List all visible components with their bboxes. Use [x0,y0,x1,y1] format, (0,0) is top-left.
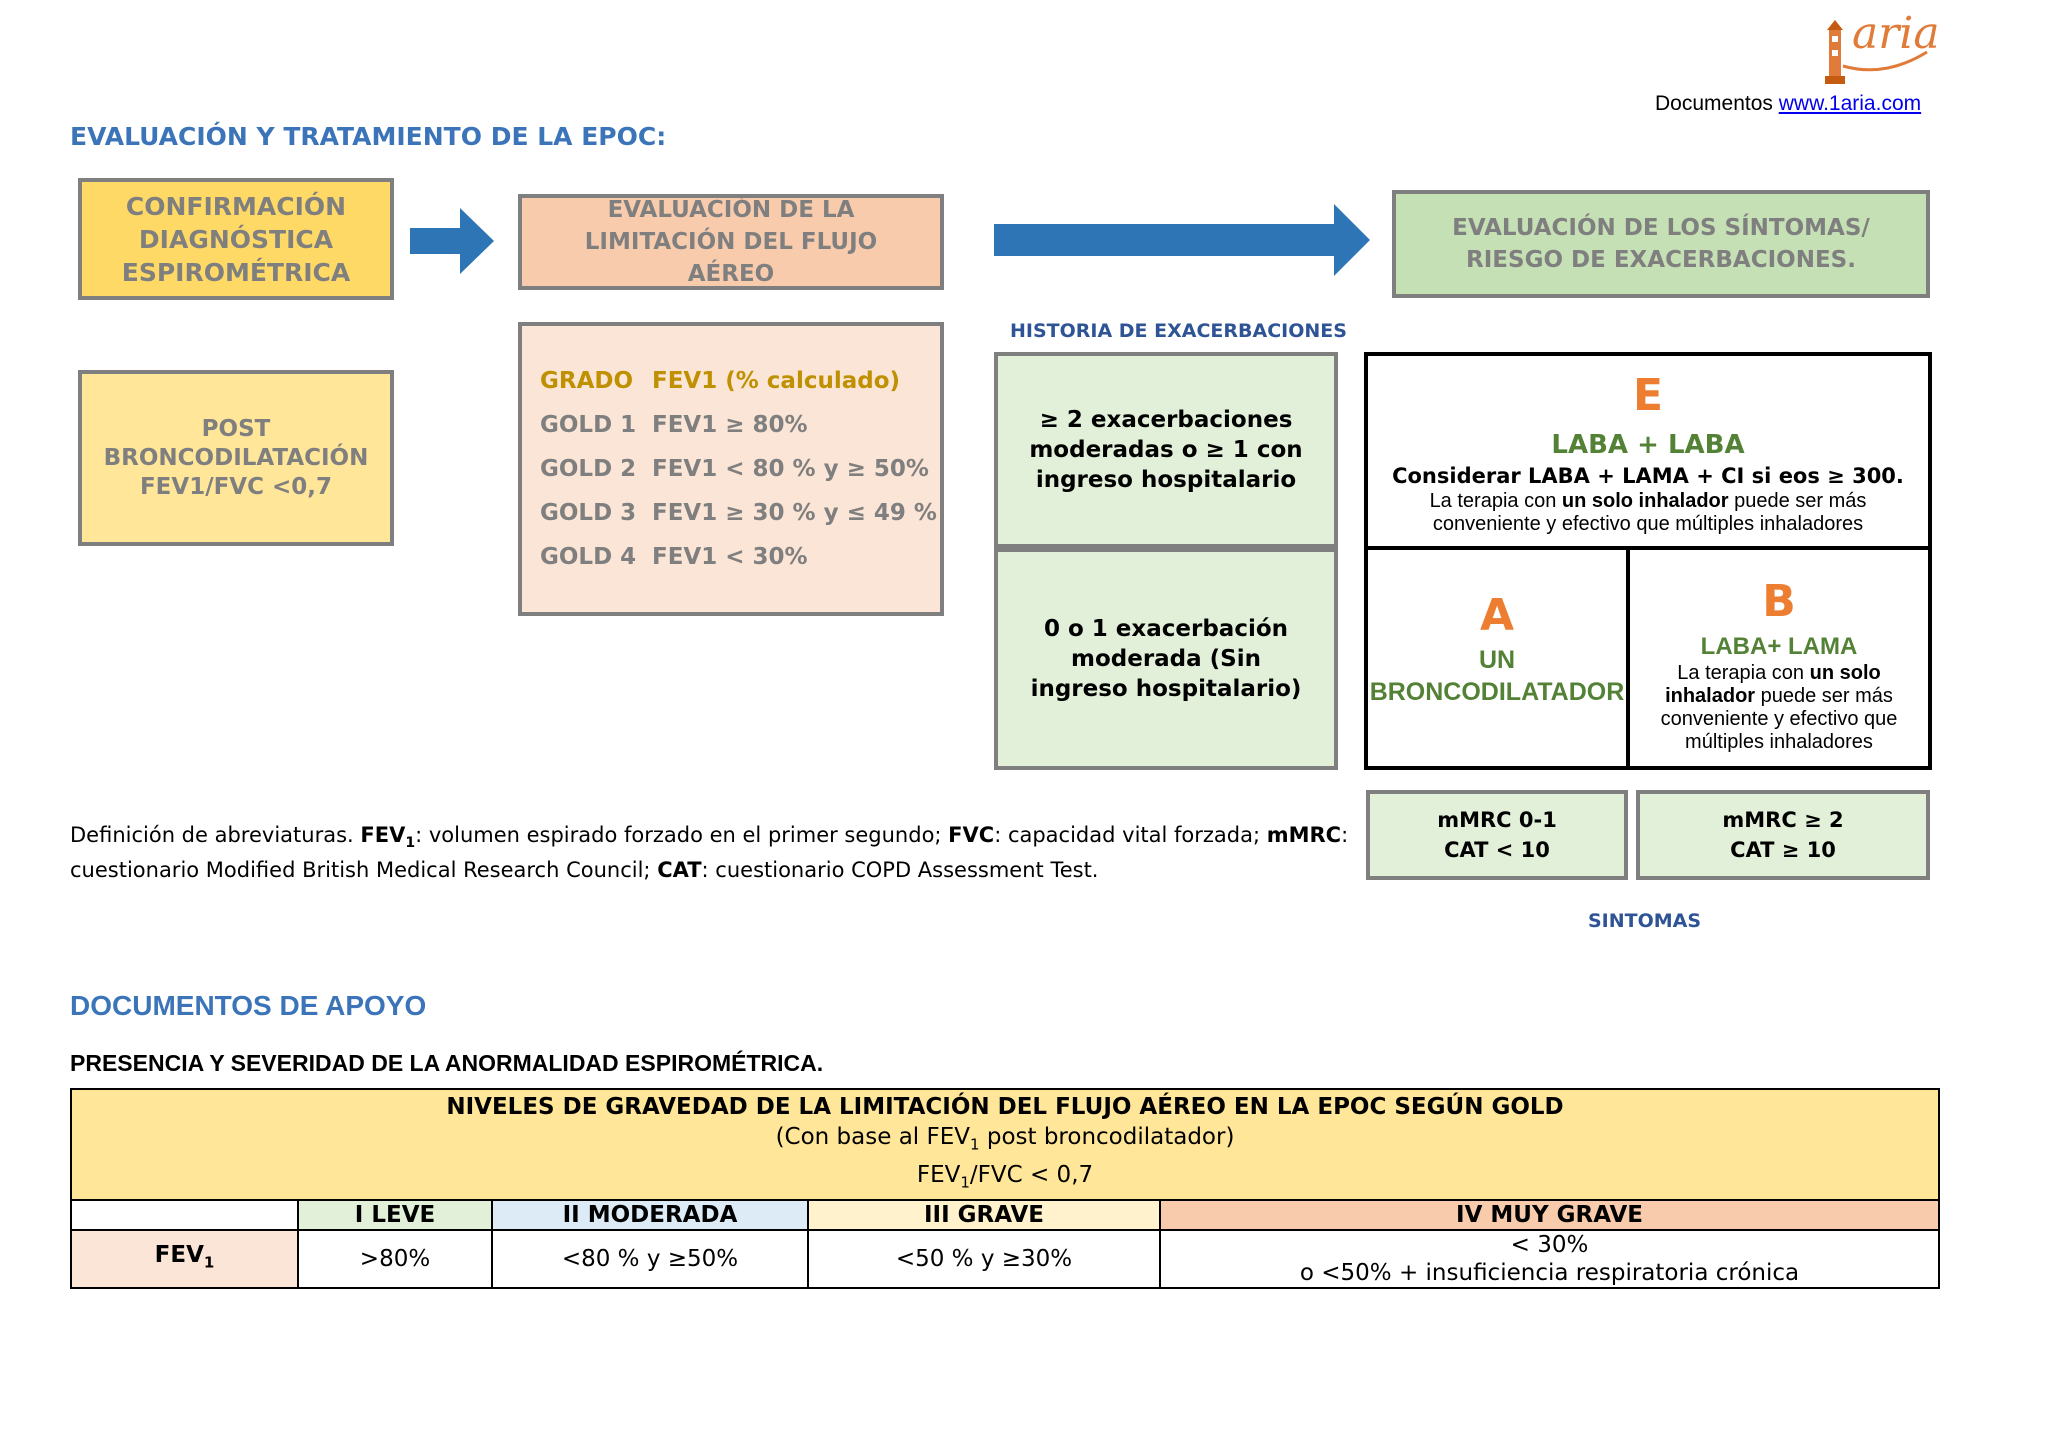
group-a-box: A UN BRONCODILATADOR [1364,546,1630,770]
long-arrow-right-icon [994,204,1370,276]
group-e-box: E LABA + LABA Considerar LABA + LAMA + C… [1364,352,1932,550]
docs-prefix: Documentos [1655,92,1773,115]
severity-value-4: < 30% o <50% + insuficiencia respiratori… [1159,1229,1940,1290]
symptoms-low-box: mMRC 0-1 CAT < 10 [1366,790,1628,880]
support-subtitle: PRESENCIA Y SEVERIDAD DE LA ANORMALIDAD … [70,1050,824,1076]
severity-table: NIVELES DE GRAVEDAD DE LA LIMITACIÓN DEL… [70,1087,1940,1290]
lighthouse-icon [1825,20,1928,84]
exacerbations-label: HISTORIA DE EXACERBACIONES [1010,320,1347,342]
post-line3: FEV1/FVC <0,7 [139,473,333,500]
post-box: POST BRONCODILATACIÓN FEV1/FVC <0,7 [78,370,394,546]
group-e-letter: E [1632,370,1664,421]
symptoms-high-mmrc: mMRC ≥ 2 [1722,808,1844,832]
group-e-note: La terapia con un solo inhalador puede s… [1429,490,1867,535]
severity-empty-cell [70,1199,299,1232]
symptoms-low-cat: CAT < 10 [1444,838,1550,862]
severity-value-2: <80 % y ≥50% [491,1229,809,1290]
severity-table-header: NIVELES DE GRAVEDAD DE LA LIMITACIÓN DEL… [70,1087,1940,1202]
page-title: EVALUACIÓN Y TRATAMIENTO DE LA EPOC: [70,122,667,151]
aria-logo [1815,14,1935,94]
group-b-box: B LABA+ LAMA La terapia con un solo inha… [1626,546,1932,770]
severity-table-subtitle-2: FEV1/FVC < 0,7 [916,1161,1094,1192]
gold-fev-1: FEV1 ≥ 80% [652,412,808,438]
gold-grade-2: GOLD 2 [540,456,637,482]
severity-table-subtitle-1: (Con base al FEV1 post broncodilatador) [775,1124,1235,1154]
symptoms-box: EVALUACIÓN DE LOS SÍNTOMAS/ RIESGO DE EX… [1392,190,1930,298]
gold-fev-4: FEV1 < 30% [652,544,808,570]
docs-link[interactable]: www.1aria.com [1778,92,1922,115]
logo-text: aria [1852,8,1940,59]
severity-level-2: II MODERADA [491,1199,809,1232]
gold-grade-3: GOLD 3 [540,500,637,526]
severity-value-1: >80% [297,1229,493,1290]
group-a-line1: UN [1478,646,1516,674]
gold-fev-3: FEV1 ≥ 30 % y ≤ 49 % [652,500,937,526]
limitation-box: EVALUACIÓN DE LA LIMITACIÓN DEL FLUJO AÉ… [518,194,944,290]
symptoms-high-box: mMRC ≥ 2 CAT ≥ 10 [1636,790,1930,880]
severity-table-title: NIVELES DE GRAVEDAD DE LA LIMITACIÓN DEL… [446,1094,1564,1120]
gold-grades-box: GRADO FEV1 (% calculado) GOLD 1 FEV1 ≥ 8… [518,322,944,616]
group-e-consider: Considerar LABA + LAMA + CI si eos ≥ 300… [1392,464,1904,488]
gold-grade-1: GOLD 1 [540,412,637,438]
arrow-right-icon [410,208,494,274]
gold-header-fev: FEV1 (% calculado) [652,368,901,394]
symptoms-label: SINTOMAS [1588,910,1702,932]
post-line1: POST [201,415,271,442]
severity-value-3: <50 % y ≥30% [807,1229,1161,1290]
group-a-letter: A [1479,590,1515,641]
gold-header-grade: GRADO [540,368,634,394]
symptoms-high-cat: CAT ≥ 10 [1730,838,1836,862]
severity-row-label: FEV1 [70,1229,299,1290]
gold-grade-4: GOLD 4 [540,544,637,570]
support-title: DOCUMENTOS DE APOYO [70,990,427,1021]
group-b-therapy: LABA+ LAMA [1700,633,1858,660]
confirm-box: CONFIRMACIÓN DIAGNÓSTICA ESPIROMÉTRICA [78,178,394,300]
post-line2: BRONCODILATACIÓN [103,444,369,471]
group-e-therapy: LABA + LABA [1551,430,1745,460]
exacerbations-high-box: ≥ 2 exacerbaciones moderadas o ≥ 1 con i… [994,352,1338,548]
severity-level-3: III GRAVE [807,1199,1161,1232]
abbreviation-definitions: Definición de abreviaturas. FEV1: volume… [70,823,1349,883]
severity-level-1: I LEVE [297,1199,493,1232]
group-b-letter: B [1762,576,1796,627]
exacerbations-low-box: 0 o 1 exacerbación moderada (Sin ingreso… [994,548,1338,770]
gold-fev-2: FEV1 < 80 % y ≥ 50% [652,456,929,482]
group-a-line2: BRONCODILATADOR [1369,678,1625,706]
docs-line: Documentos www.1aria.com [1655,92,1921,116]
severity-level-4: IV MUY GRAVE [1159,1199,1940,1232]
group-b-note: La terapia con un solo inhalador puede s… [1660,662,1898,753]
symptoms-low-mmrc: mMRC 0-1 [1437,808,1557,832]
